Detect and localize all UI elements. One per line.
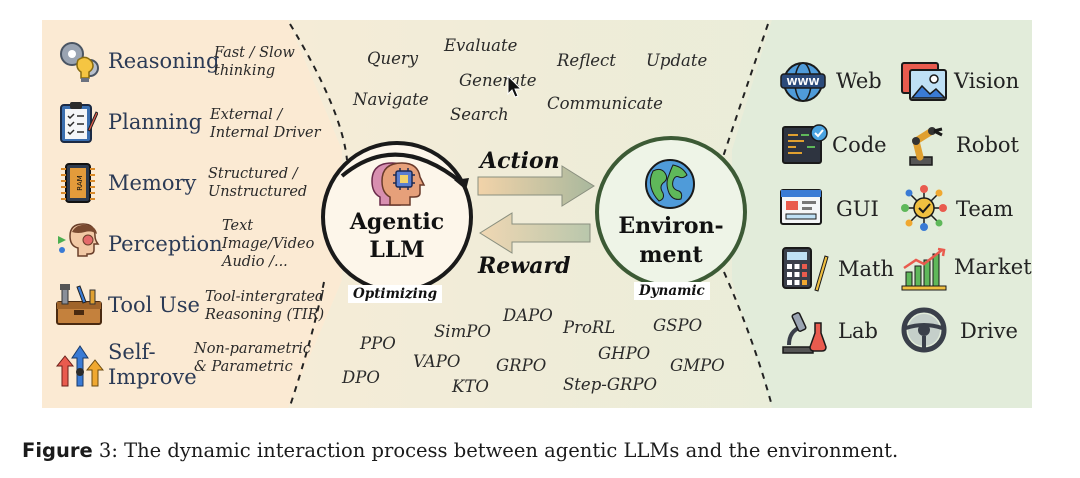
agent-title-1: Agentic xyxy=(349,209,445,235)
capability-memory: Memory xyxy=(108,171,197,195)
separator-right-bottom xyxy=(723,271,773,407)
figure-panel: Reasoning Fast / Slow thinking Planning … xyxy=(42,20,1032,408)
reward-label: Reward xyxy=(478,253,571,279)
self-improve-detail-2: & Parametric xyxy=(194,359,293,375)
market-chart-icon xyxy=(901,247,947,291)
separator-left-top xyxy=(289,23,348,161)
action-arrow xyxy=(477,165,595,207)
algorithm-dapo: DAPO xyxy=(503,306,553,325)
team-network-icon xyxy=(901,185,947,231)
env-math: Math xyxy=(838,257,894,281)
action-communicate: Communicate xyxy=(547,94,663,113)
perception-detail-3: Audio /... xyxy=(222,254,288,270)
microscope-icon xyxy=(782,312,827,354)
calculator-icon xyxy=(782,247,829,292)
env-gui: GUI xyxy=(836,197,879,221)
algorithm-kto: KTO xyxy=(452,377,489,396)
agent-title-2: LLM xyxy=(369,237,425,263)
algorithm-ppo: PPO xyxy=(360,334,396,353)
planning-detail-2: Internal Driver xyxy=(210,125,321,141)
perception-detail-2: Image/Video xyxy=(222,236,315,252)
gear-bulb-icon xyxy=(60,42,99,82)
algorithm-grpo: GRPO xyxy=(496,356,547,375)
growth-arrows-icon xyxy=(55,345,104,387)
planning-detail-1: External / xyxy=(210,107,283,123)
steering-wheel-icon xyxy=(901,307,947,353)
algorithm-vapo: VAPO xyxy=(413,352,461,371)
env-robot: Robot xyxy=(956,133,1019,157)
www-globe-icon: WWW xyxy=(780,62,826,102)
environment-title-2: ment xyxy=(639,242,703,268)
env-market: Market xyxy=(954,255,1032,279)
action-reflect: Reflect xyxy=(557,51,616,70)
capability-reasoning: Reasoning xyxy=(108,49,220,73)
window-gui-icon xyxy=(780,189,822,225)
reasoning-detail-2: thinking xyxy=(214,63,276,79)
env-lab: Lab xyxy=(838,319,878,343)
perception-detail-1: Text xyxy=(222,218,254,234)
capability-perception: Perception xyxy=(108,232,223,256)
ram-chip-icon: RAM xyxy=(61,163,95,203)
env-drive: Drive xyxy=(960,319,1018,343)
action-search: Search xyxy=(450,105,509,124)
env-vision: Vision xyxy=(954,69,1020,93)
algorithm-dpo: DPO xyxy=(342,368,380,387)
separator-right-top xyxy=(721,23,769,161)
self-improve-detail-1: Non-parametric xyxy=(194,341,312,357)
mouse-cursor-icon xyxy=(507,75,523,98)
environment-title-1: Environ- xyxy=(618,213,724,239)
toolbox-icon xyxy=(56,284,102,325)
caption-number: 3 xyxy=(98,439,112,462)
tool-use-detail-2: Reasoning (TIR) xyxy=(205,307,325,323)
action-query: Query xyxy=(367,49,419,68)
image-icon xyxy=(901,62,947,101)
cycle-arrowhead xyxy=(454,178,469,190)
separator-left-bottom xyxy=(289,281,325,407)
algorithm-ghpo: GHPO xyxy=(598,344,651,363)
head-senses-icon xyxy=(58,223,100,257)
capability-self-label-1: Self- xyxy=(108,340,156,364)
algorithm-simpo: SimPO xyxy=(434,322,491,341)
clipboard-icon xyxy=(60,102,98,143)
memory-detail-2: Unstructured xyxy=(208,184,308,200)
figure-caption: Figure 3: The dynamic interaction proces… xyxy=(22,439,898,462)
action-generate: Generate xyxy=(459,71,537,90)
capability-tool-use: Tool Use xyxy=(108,293,200,317)
algorithm-gspo: GSPO xyxy=(653,316,703,335)
code-editor-icon xyxy=(782,124,828,164)
caption-text: : The dynamic interaction process betwee… xyxy=(111,439,899,462)
algorithm-step-grpo: Step-GRPO xyxy=(563,375,658,394)
reasoning-detail-1: Fast / Slow xyxy=(214,45,295,61)
globe-icon xyxy=(645,159,695,209)
action-evaluate: Evaluate xyxy=(444,36,518,55)
ai-brain-head-icon xyxy=(371,162,426,206)
action-navigate: Navigate xyxy=(353,90,429,109)
capability-self-label-2: Improve xyxy=(108,365,197,389)
environment-tag: Dynamic xyxy=(634,282,710,300)
tool-use-detail-1: Tool-intergrated xyxy=(205,289,325,305)
background-panels xyxy=(42,20,1032,408)
algorithm-prorl: ProRL xyxy=(563,318,616,337)
env-team: Team xyxy=(956,197,1014,221)
reward-arrow xyxy=(479,212,591,254)
env-web: Web xyxy=(836,69,882,93)
svg-text:WWW: WWW xyxy=(786,77,819,88)
capability-planning: Planning xyxy=(108,110,203,134)
caption-label: Figure xyxy=(22,439,93,462)
svg-text:RAM: RAM xyxy=(76,175,84,190)
robot-arm-icon xyxy=(909,127,943,166)
action-label: Action xyxy=(480,148,560,174)
agent-tag: Optimizing xyxy=(348,285,443,303)
memory-detail-1: Structured / xyxy=(208,166,298,182)
action-update: Update xyxy=(646,51,708,70)
env-code: Code xyxy=(832,133,887,157)
algorithm-gmpo: GMPO xyxy=(670,356,725,375)
